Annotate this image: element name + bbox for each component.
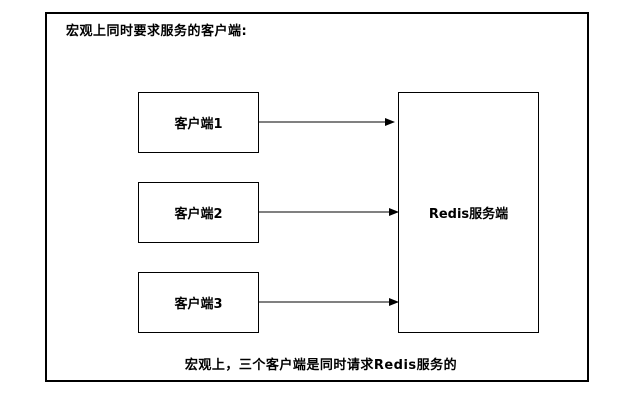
client-label-1: 客户端1 <box>174 117 223 132</box>
client-label-3: 客户端3 <box>174 297 223 312</box>
client-box-2: 客户端2 <box>138 182 259 243</box>
diagram-caption: 宏观上，三个客户端是同时请求Redis服务的 <box>184 358 458 373</box>
client-box-1: 客户端1 <box>138 92 259 153</box>
client-box-3: 客户端3 <box>138 272 259 333</box>
diagram-frame <box>45 12 589 382</box>
client-label-2: 客户端2 <box>174 207 223 222</box>
server-label: Redis服务端 <box>428 207 509 222</box>
diagram-title: 宏观上同时要求服务的客户端: <box>66 24 248 39</box>
server-box: Redis服务端 <box>398 92 539 333</box>
